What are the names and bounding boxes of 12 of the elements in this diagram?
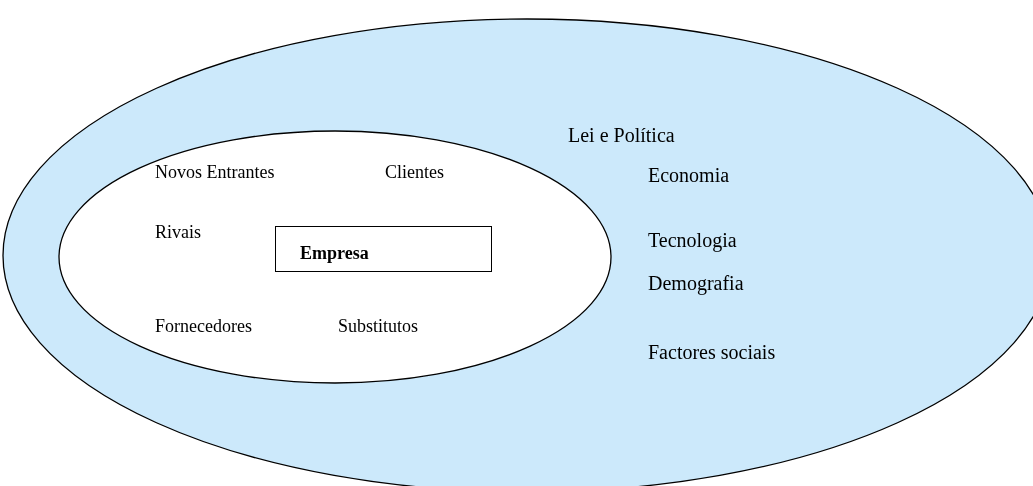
company-label: Empresa xyxy=(300,243,369,265)
factor-label: Rivais xyxy=(155,222,201,244)
factor-label: Factores sociais xyxy=(648,340,776,364)
factor-label: Fornecedores xyxy=(155,316,252,338)
factor-label: Substitutos xyxy=(338,316,419,338)
company-box xyxy=(275,226,492,272)
factor-label: Novos Entrantes xyxy=(155,162,275,184)
factor-label: Lei e Política xyxy=(568,123,675,147)
factor-label: Demografia xyxy=(648,271,744,295)
factor-label: Economia xyxy=(648,163,730,187)
factor-label: Clientes xyxy=(385,162,444,184)
factor-label: Tecnologia xyxy=(648,228,737,252)
